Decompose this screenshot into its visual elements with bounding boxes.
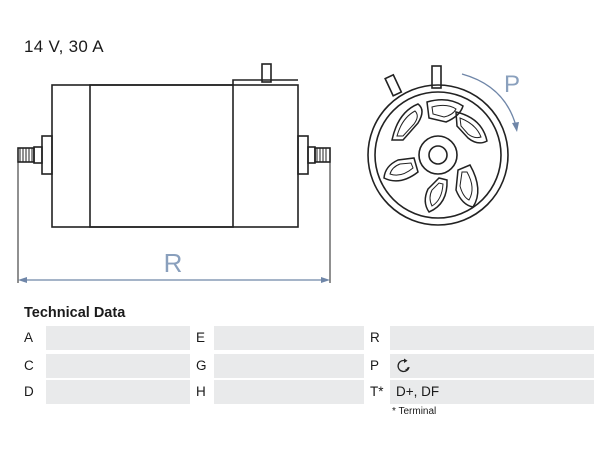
table-value-cell <box>214 326 375 350</box>
clockwise-rotation-icon <box>396 354 416 378</box>
table-label-cell: R <box>364 326 390 350</box>
dimension-label-r: R <box>164 248 183 278</box>
table-value-cell <box>46 326 201 350</box>
rotation-arrow-p <box>461 73 519 132</box>
table-value-cell <box>390 326 594 350</box>
alternator-drawing: R P <box>17 63 520 283</box>
dimension-line-r <box>18 277 330 283</box>
alternator-body <box>51 63 299 228</box>
table-value-cell <box>46 354 201 378</box>
table-label-cell: T* <box>364 380 390 404</box>
left-terminal <box>17 135 53 175</box>
table-label-cell: H <box>190 380 214 404</box>
rotation-label-p: P <box>504 71 520 98</box>
terminal-footnote: * Terminal <box>392 406 437 417</box>
table-value-cell: D+, DF <box>390 380 594 404</box>
table-value-cell <box>214 380 375 404</box>
technical-data-title: Technical Data <box>24 305 126 321</box>
end-view <box>367 65 509 226</box>
table-value-cell <box>46 380 201 404</box>
rating-label: 14 V, 30 A <box>24 37 104 56</box>
table-label-cell: C <box>18 354 46 378</box>
table-label-cell: A <box>18 326 46 350</box>
table-value-cell <box>214 354 375 378</box>
table-value-cell <box>390 354 594 378</box>
table-label-cell: G <box>190 354 214 378</box>
right-terminal <box>297 135 331 175</box>
table-label-cell: D <box>18 380 46 404</box>
table-label-cell: E <box>190 326 214 350</box>
fan-vanes <box>383 99 488 213</box>
table-label-cell: P <box>364 354 390 378</box>
